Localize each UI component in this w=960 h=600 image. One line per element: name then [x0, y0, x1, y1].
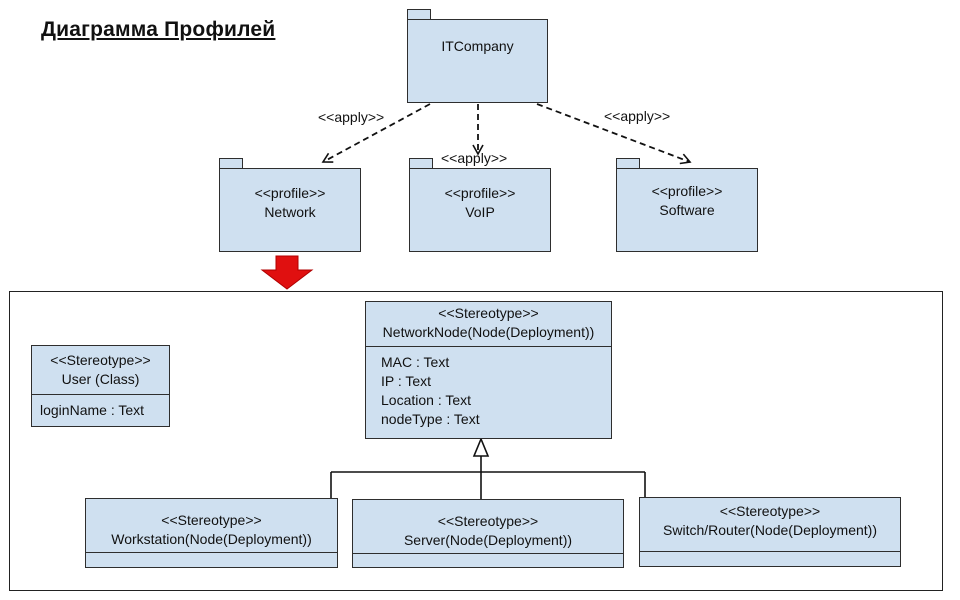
class-name: Server(Node(Deployment)) — [403, 532, 573, 548]
stereotype-user-class[interactable]: <<Stereotype>> User (Class) loginName : … — [31, 345, 170, 427]
stereotype-switch-router-class[interactable]: <<Stereotype>> Switch/Router(Node(Deploy… — [639, 497, 901, 567]
stereotype-networknode-class[interactable]: <<Stereotype>> NetworkNode(Node(Deployme… — [365, 301, 612, 439]
root-package[interactable]: ITCompany — [407, 19, 548, 103]
apply-label-voip: <<apply>> — [441, 150, 508, 166]
class-attribute: loginName : Text — [40, 402, 145, 418]
apply-label-software: <<apply>> — [604, 108, 671, 124]
class-name: Workstation(Node(Deployment)) — [111, 531, 312, 547]
class-stereotype: <<Stereotype>> — [437, 513, 539, 529]
profile-package-voip[interactable]: <<profile>> VoIP — [409, 168, 551, 252]
class-stereotype: <<Stereotype>> — [719, 503, 821, 519]
class-attribute: nodeType : Text — [381, 411, 480, 427]
class-attribute: MAC : Text — [381, 354, 450, 370]
profile-stereotype: <<profile>> — [444, 185, 516, 201]
profile-package-network[interactable]: <<profile>> Network — [219, 168, 361, 252]
class-attribute: Location : Text — [381, 392, 472, 408]
class-name: User (Class) — [61, 371, 140, 387]
diagram-title: Диаграмма Профилей — [41, 18, 276, 41]
class-stereotype: <<Stereotype>> — [161, 512, 262, 528]
apply-label-network: <<apply>> — [318, 109, 385, 125]
red-down-arrow — [260, 255, 314, 290]
profile-package-software[interactable]: <<profile>> Software — [616, 168, 758, 252]
apply-arrow-network — [321, 103, 431, 163]
class-name: Switch/Router(Node(Deployment)) — [663, 522, 877, 538]
apply-arrow-software — [536, 103, 692, 165]
profile-name: Software — [659, 202, 715, 218]
class-name: NetworkNode(Node(Deployment)) — [382, 324, 595, 340]
root-package-label: ITCompany — [441, 38, 514, 54]
profile-name: Network — [264, 204, 316, 220]
profile-stereotype: <<profile>> — [651, 183, 723, 199]
class-attribute: IP : Text — [381, 373, 432, 389]
stereotype-server-class[interactable]: <<Stereotype>> Server(Node(Deployment)) — [352, 499, 624, 568]
profile-stereotype: <<profile>> — [254, 185, 326, 201]
class-stereotype: <<Stereotype>> — [50, 352, 151, 368]
profile-name: VoIP — [465, 204, 495, 220]
stereotypes-frame — [9, 291, 943, 591]
class-stereotype: <<Stereotype>> — [438, 305, 539, 321]
stereotype-workstation-class[interactable]: <<Stereotype>> Workstation(Node(Deployme… — [85, 498, 338, 568]
